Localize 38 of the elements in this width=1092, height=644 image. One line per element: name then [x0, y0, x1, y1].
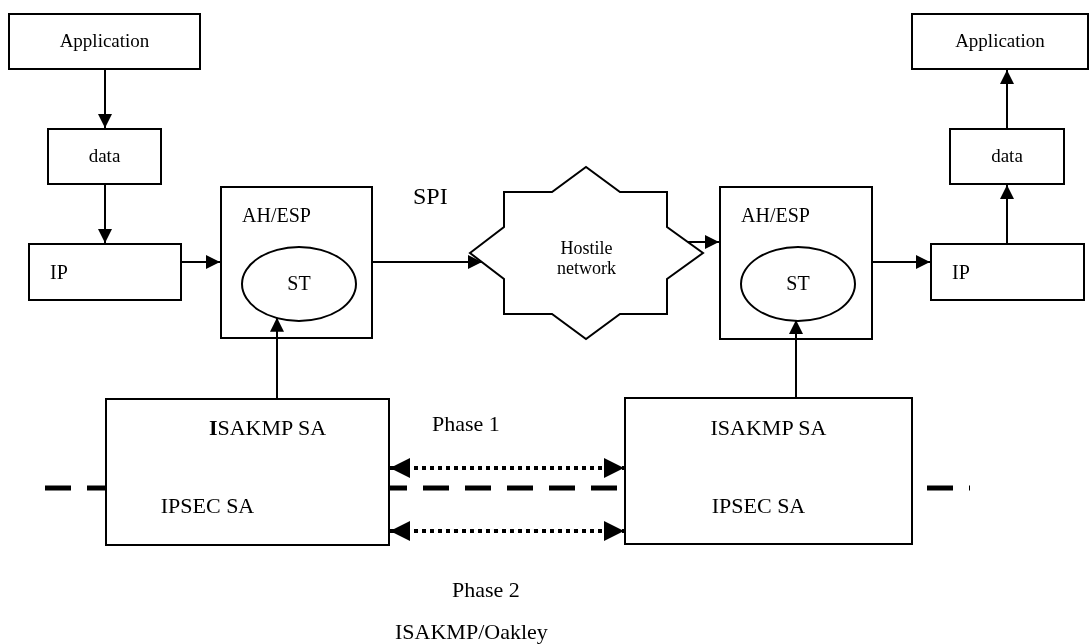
node-label: Application	[954, 31, 1046, 52]
arrow	[98, 184, 112, 244]
node-label: Hostile network	[556, 239, 617, 279]
process-box	[930, 243, 1085, 301]
node-label: AH/ESP	[741, 204, 810, 226]
arrow	[372, 255, 483, 269]
process-box	[949, 128, 1065, 185]
arrow	[872, 255, 931, 269]
node-label: IP	[952, 261, 970, 283]
arrow	[390, 458, 624, 478]
arrow	[789, 319, 803, 398]
process-box	[911, 13, 1089, 70]
security-association-box	[624, 397, 913, 545]
network-star-shape	[470, 167, 703, 339]
arrow	[1000, 184, 1014, 244]
node-label: IP	[50, 261, 68, 283]
security-association-box	[105, 398, 390, 546]
process-box	[719, 186, 873, 340]
node-label: IPSEC SA	[710, 494, 807, 519]
arrow	[390, 521, 624, 541]
arrow	[98, 69, 112, 129]
node-label: data	[87, 146, 122, 167]
node-label: ISAKMP SA	[709, 416, 828, 441]
process-box	[28, 243, 182, 301]
arrow	[270, 316, 284, 399]
node-label: ISAKMP SA	[207, 416, 328, 441]
node-label: AH/ESP	[242, 204, 311, 226]
node-label: Application	[58, 31, 151, 52]
process-box	[8, 13, 201, 70]
node-label: IPSEC SA	[159, 494, 256, 519]
arrow	[181, 255, 221, 269]
node-label: data	[990, 146, 1024, 167]
process-box	[47, 128, 162, 185]
node-label: ST	[286, 272, 312, 294]
arrow	[687, 235, 720, 249]
arrow	[1000, 69, 1014, 129]
process-box	[220, 186, 373, 339]
node-label: ST	[785, 272, 811, 294]
